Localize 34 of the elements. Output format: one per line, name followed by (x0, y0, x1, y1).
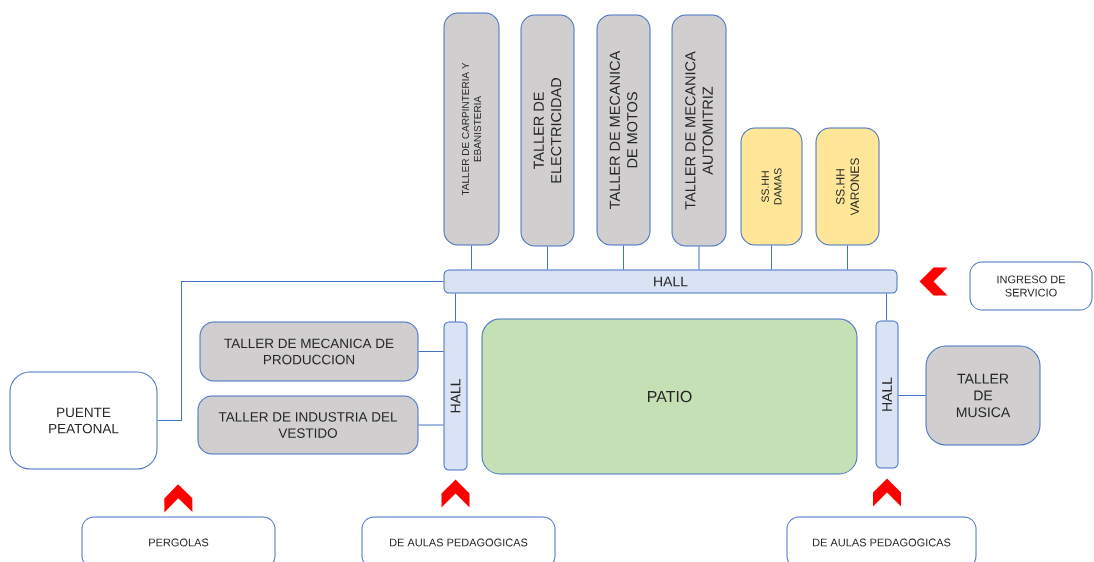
hall-corridor: HALL (443, 321, 468, 471)
connector-line (898, 395, 926, 396)
connector-line (771, 245, 772, 270)
connector-line (471, 245, 472, 270)
connector-line (698, 246, 700, 270)
connector-line (547, 246, 548, 270)
workshop-box: TALLER DE MECANICA DE MOTOS (596, 14, 651, 246)
connector-line (623, 245, 624, 270)
restroom-box: SS.HH VARONES (815, 127, 880, 246)
chevron-arrow (164, 484, 193, 513)
entrance-box: DE AULAS PEDAGOGICAS (361, 516, 556, 562)
entrance-box: INGRESO DE SERVICIO (969, 261, 1093, 311)
workshop-box: TALLER DE MECANICA DE PRODUCCION (199, 321, 419, 382)
connector-line (455, 293, 456, 322)
workshop-box: TALLER DE CARPINTERIA Y EBANISTERIA (443, 12, 500, 246)
workshop-box: TALLER DE MUSICA (925, 345, 1041, 446)
connector-line (886, 293, 887, 321)
chevron-arrow (919, 267, 948, 296)
entrance-box: PERGOLAS (81, 516, 276, 562)
chevron-arrow (873, 478, 901, 507)
patio-area: PATIO (481, 318, 858, 475)
entrance-box: PUENTE PEATONAL (9, 371, 158, 470)
workshop-box: TALLER DE MECANICA AUTOMITRIZ (671, 14, 727, 247)
entrance-box: DE AULAS PEDAGOGICAS (786, 516, 977, 562)
connector-line (418, 424, 444, 426)
hall-corridor: HALL (875, 320, 899, 469)
chevron-arrow (441, 479, 470, 508)
connector-line (847, 245, 848, 270)
workshop-box: TALLER DE INDUSTRIA DEL VESTIDO (197, 395, 419, 455)
workshop-box: TALLER DE ELECTRICIDAD (520, 14, 575, 247)
connector-line (157, 281, 444, 421)
hall-corridor: HALL (443, 269, 898, 294)
connector-line (418, 351, 444, 352)
restroom-box: SS.HH DAMAS (740, 127, 803, 246)
